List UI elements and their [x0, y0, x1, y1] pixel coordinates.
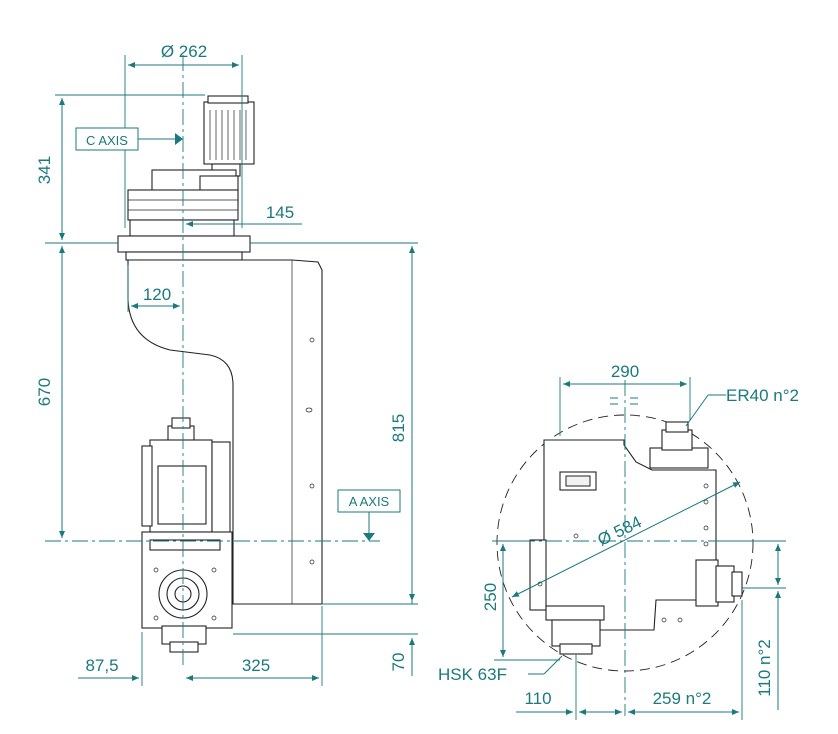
- dim-250: 250: [481, 583, 500, 611]
- front-view: [45, 55, 380, 665]
- dim-70: 70: [389, 653, 408, 672]
- dim-dia-262: Ø 262: [161, 42, 207, 61]
- side-dimensions: 290 ER40 n°2 Ø 584 250 HSK 63F 110 259 n…: [438, 362, 799, 720]
- side-view: [492, 380, 780, 716]
- flange: [117, 235, 251, 253]
- dim-290: 290: [611, 362, 639, 381]
- a-axis-label: A AXIS: [349, 494, 390, 509]
- arm-body: [127, 259, 323, 605]
- dim-145: 145: [266, 203, 294, 222]
- dim-110: 110: [524, 689, 551, 708]
- c-axis-label: C AXIS: [86, 133, 128, 148]
- label-hsk: HSK 63F: [438, 665, 507, 684]
- dim-87-5: 87,5: [85, 656, 118, 675]
- motor-body: [203, 101, 255, 165]
- dim-670: 670: [35, 378, 54, 406]
- dim-325: 325: [242, 656, 270, 675]
- dim-259: 259 n°2: [653, 689, 712, 708]
- dim-120: 120: [143, 285, 171, 304]
- label-er40: ER40 n°2: [726, 386, 799, 405]
- dim-341: 341: [35, 156, 54, 184]
- dim-110-n2: 110 n°2: [755, 639, 774, 697]
- front-dimensions: Ø 262 C AXIS 341 145 120 670 815 A AXIS: [35, 42, 418, 686]
- dim-815: 815: [389, 414, 408, 442]
